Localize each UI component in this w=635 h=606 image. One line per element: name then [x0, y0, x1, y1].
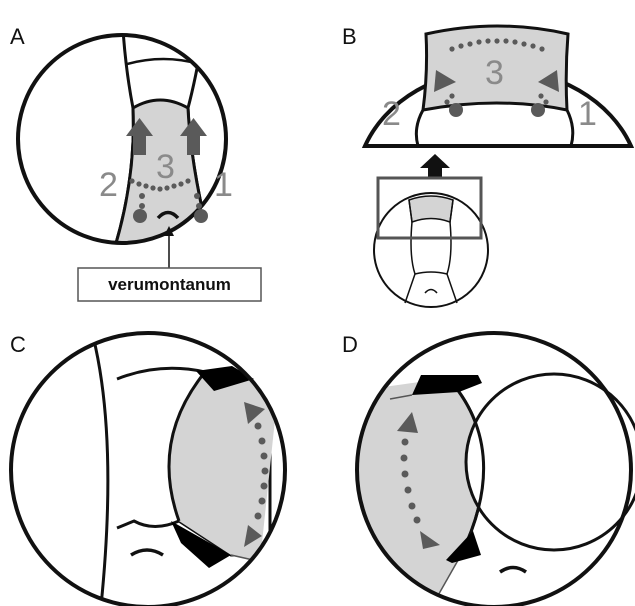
- verumontanum-mound: [131, 550, 163, 555]
- panel-c-view: [93, 336, 280, 606]
- zone-label-2: 2: [99, 166, 118, 204]
- wedge-marker: [412, 375, 482, 395]
- panel-b: B 2 3 1: [342, 24, 631, 307]
- urethral-ring: [466, 374, 635, 550]
- panel-c: C: [10, 332, 285, 606]
- verumontanum-mound: [500, 568, 526, 573]
- panel-d: D: [342, 332, 635, 606]
- zone-label-3: 3: [485, 54, 504, 92]
- verumontanum-label: verumontanum: [108, 275, 231, 294]
- zone-label-1: 1: [578, 95, 597, 133]
- urethral-wall-line: [93, 336, 108, 606]
- shaded-zone-d: [355, 378, 484, 606]
- panel-d-view: [355, 378, 484, 606]
- zone-label-2: 2: [382, 95, 401, 133]
- overview-shaded-zone: [409, 196, 453, 222]
- zone-label-1: 1: [214, 166, 233, 204]
- panel-a: A 2 3 1 verumontanum: [10, 24, 261, 301]
- panel-letter-d: D: [342, 332, 358, 357]
- panel-letter-c: C: [10, 332, 26, 357]
- panel-letter-a: A: [10, 24, 25, 49]
- panel-letter-b: B: [342, 24, 357, 49]
- arrow-up-icon: [420, 154, 450, 177]
- zone-label-3: 3: [156, 148, 175, 186]
